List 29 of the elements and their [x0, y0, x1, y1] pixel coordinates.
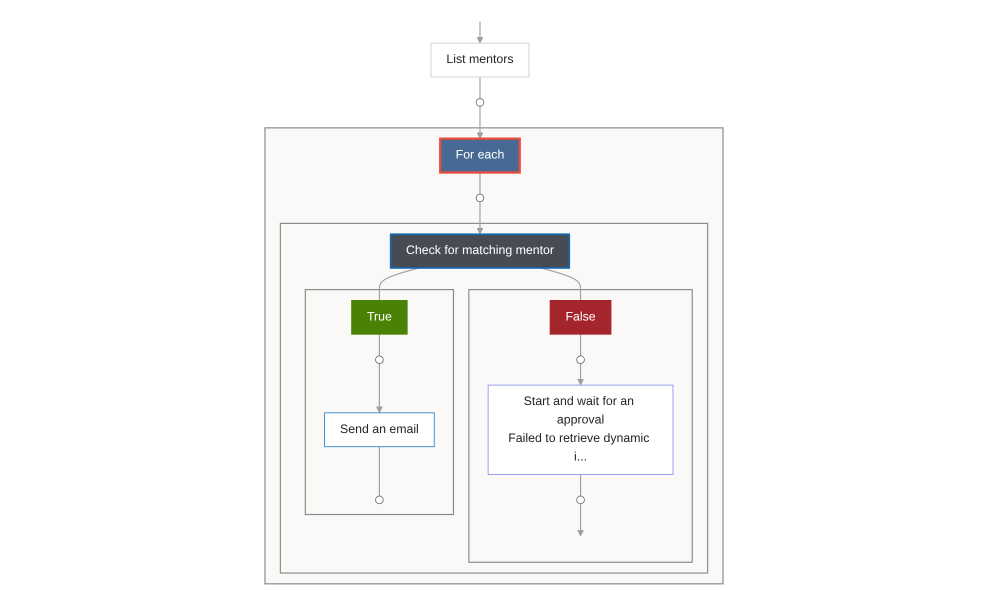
cluster [468, 289, 693, 563]
node-circle [375, 355, 384, 364]
cluster [304, 289, 454, 516]
connector [580, 334, 582, 356]
node-box: Check for matching mentor [390, 233, 570, 269]
arrow [476, 202, 484, 234]
node-box: List mentors [430, 42, 530, 78]
node-box: For each [439, 137, 521, 174]
node-circle [375, 496, 384, 504]
node-circle [476, 194, 484, 202]
cluster [264, 127, 724, 584]
arrow [476, 22, 484, 44]
connector [479, 77, 481, 99]
connector [580, 474, 582, 496]
node-box: True [351, 300, 408, 335]
node-circle [476, 98, 484, 107]
connector [479, 172, 481, 194]
arrow [476, 106, 484, 139]
node-circle [576, 496, 585, 504]
node-box: Send an email [324, 412, 435, 448]
arrow [577, 364, 584, 386]
cluster [280, 222, 708, 574]
node-box: False [550, 300, 612, 335]
arrow [376, 364, 383, 414]
connector [378, 446, 380, 496]
connector [378, 334, 380, 356]
arrow [577, 504, 584, 536]
node-circle [576, 355, 585, 364]
node-box: Start and wait for an approval Failed to retrieve dynamic i... [488, 384, 674, 475]
